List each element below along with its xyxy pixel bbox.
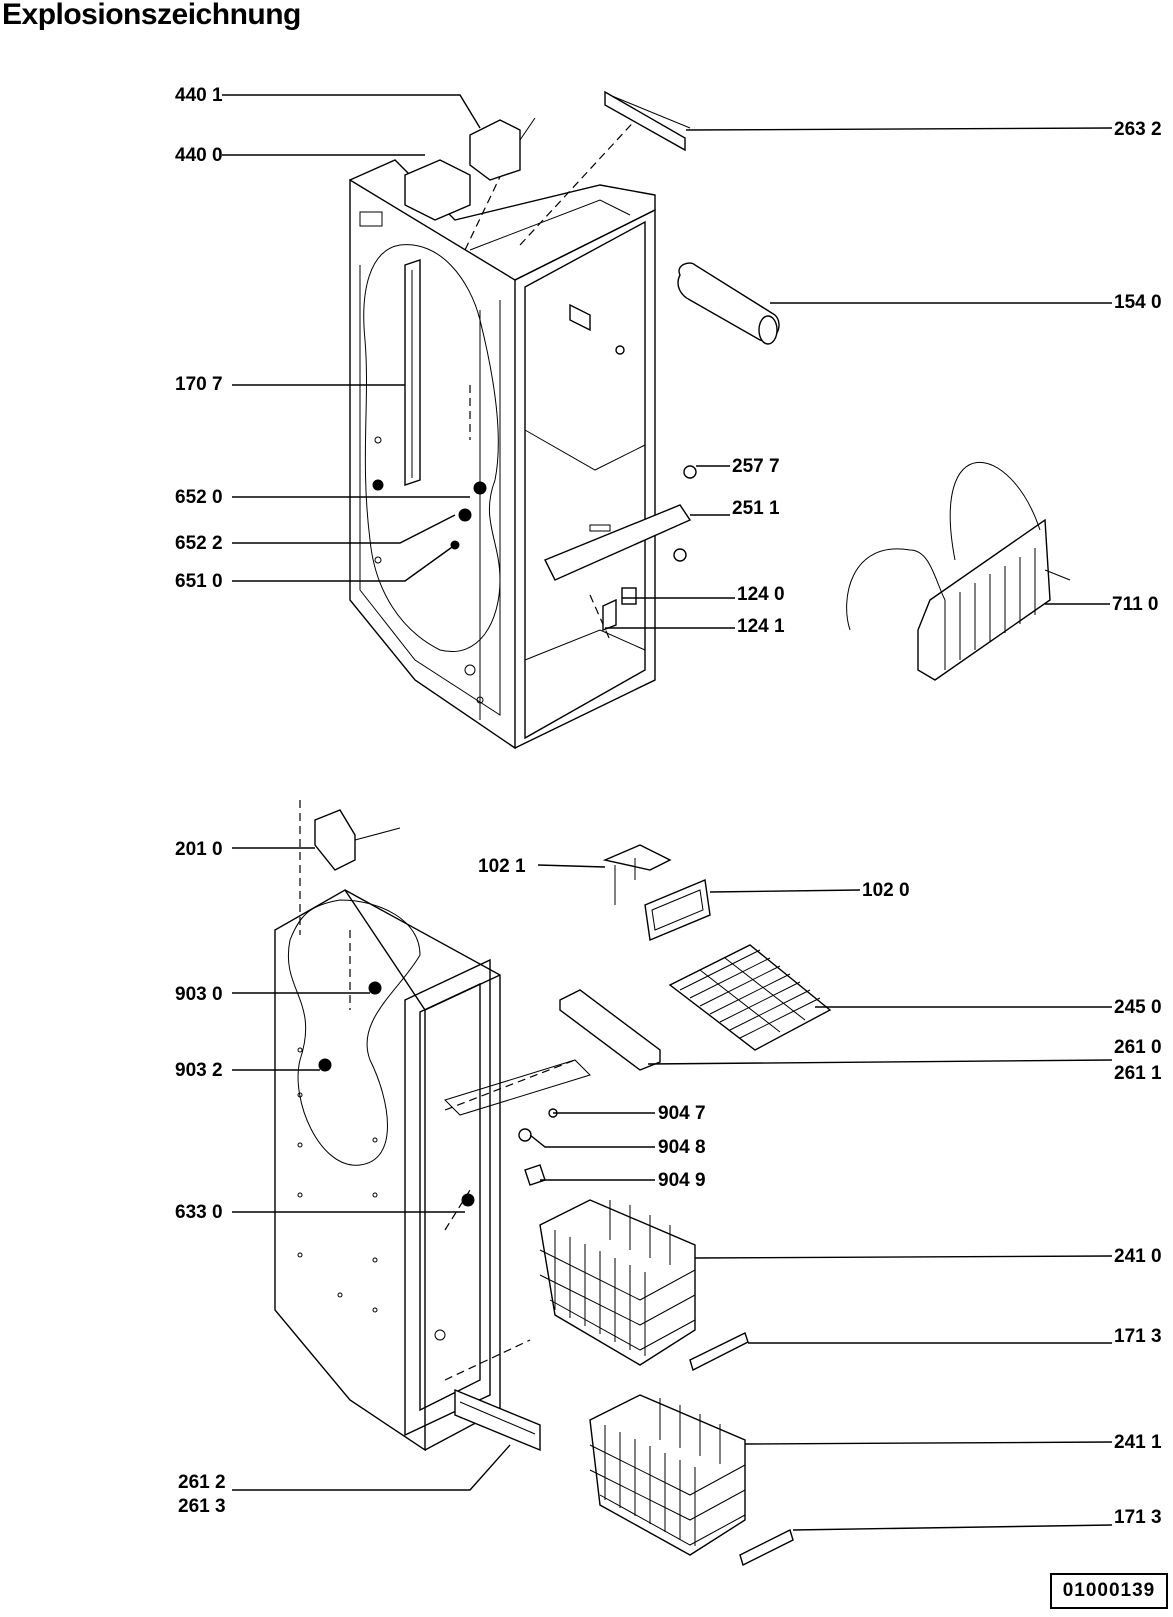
part-1540-tube bbox=[677, 262, 780, 345]
label-6522: 652 2 bbox=[175, 533, 223, 554]
label-4401: 440 1 bbox=[175, 85, 223, 106]
part-4400-4401 bbox=[404, 117, 536, 221]
part-2511-bracket bbox=[544, 504, 692, 581]
label-9049: 904 9 bbox=[658, 1170, 706, 1191]
upper-cabinet-body bbox=[349, 114, 656, 750]
label-6510: 651 0 bbox=[175, 571, 223, 592]
part-2410-basket bbox=[539, 1199, 696, 1366]
part-2450-wire-shelf bbox=[668, 944, 832, 1051]
label-1020: 102 0 bbox=[862, 880, 910, 901]
label-2613: 261 3 bbox=[178, 1496, 226, 1517]
part-2632-channel bbox=[604, 90, 691, 152]
label-2410: 241 0 bbox=[1114, 1246, 1162, 1267]
label-9032: 903 2 bbox=[175, 1060, 223, 1081]
label-6330: 633 0 bbox=[175, 1202, 223, 1223]
label-2411: 241 1 bbox=[1114, 1432, 1162, 1453]
label-1713a: 171 3 bbox=[1114, 1326, 1162, 1347]
lower-cabinet-body bbox=[274, 800, 591, 1452]
label-1540: 154 0 bbox=[1114, 292, 1162, 313]
part-1713-rail-a bbox=[689, 1332, 749, 1372]
label-1707: 170 7 bbox=[175, 374, 223, 395]
part-2612-2613-handle bbox=[454, 1388, 541, 1452]
label-2010: 201 0 bbox=[175, 839, 223, 860]
label-2611: 261 1 bbox=[1114, 1063, 1162, 1084]
part-1021-1020 bbox=[602, 844, 711, 941]
label-9030: 903 0 bbox=[175, 984, 223, 1005]
part-1240-1241 bbox=[602, 587, 637, 632]
leader-lines bbox=[222, 94, 1113, 1531]
label-9048: 904 8 bbox=[658, 1137, 706, 1158]
label-2610: 261 0 bbox=[1114, 1037, 1162, 1058]
part-7110-evaporator bbox=[846, 462, 1071, 681]
page-title: Explosionszeichnung bbox=[2, 0, 301, 31]
label-2577: 257 7 bbox=[732, 456, 780, 477]
part-1713-rail-b bbox=[739, 1529, 794, 1566]
label-2450: 245 0 bbox=[1114, 997, 1162, 1018]
label-6520: 652 0 bbox=[175, 487, 223, 508]
part-number-labels: 440 1 440 0 263 2 154 0 170 7 257 7 251 … bbox=[175, 85, 1162, 1528]
label-2511: 251 1 bbox=[732, 498, 780, 519]
document-number-box: 01000139 bbox=[1050, 1573, 1168, 1609]
label-1021: 102 1 bbox=[478, 856, 526, 877]
part-2010-hinge bbox=[314, 809, 401, 871]
label-9047: 904 7 bbox=[658, 1103, 706, 1124]
label-1240: 124 0 bbox=[737, 584, 785, 605]
label-1241: 124 1 bbox=[737, 616, 785, 637]
part-904x bbox=[518, 1108, 558, 1186]
label-7110: 711 0 bbox=[1112, 594, 1159, 615]
part-2610-2611-rail bbox=[559, 989, 661, 1071]
part-2411-basket bbox=[589, 1394, 746, 1556]
part-1707-rail bbox=[404, 259, 421, 486]
part-9030-9032-6330 bbox=[318, 981, 475, 1207]
label-4400: 440 0 bbox=[175, 145, 223, 166]
label-2632: 263 2 bbox=[1114, 119, 1162, 140]
label-2612: 261 2 bbox=[178, 1472, 226, 1493]
label-1713b: 171 3 bbox=[1114, 1507, 1162, 1528]
